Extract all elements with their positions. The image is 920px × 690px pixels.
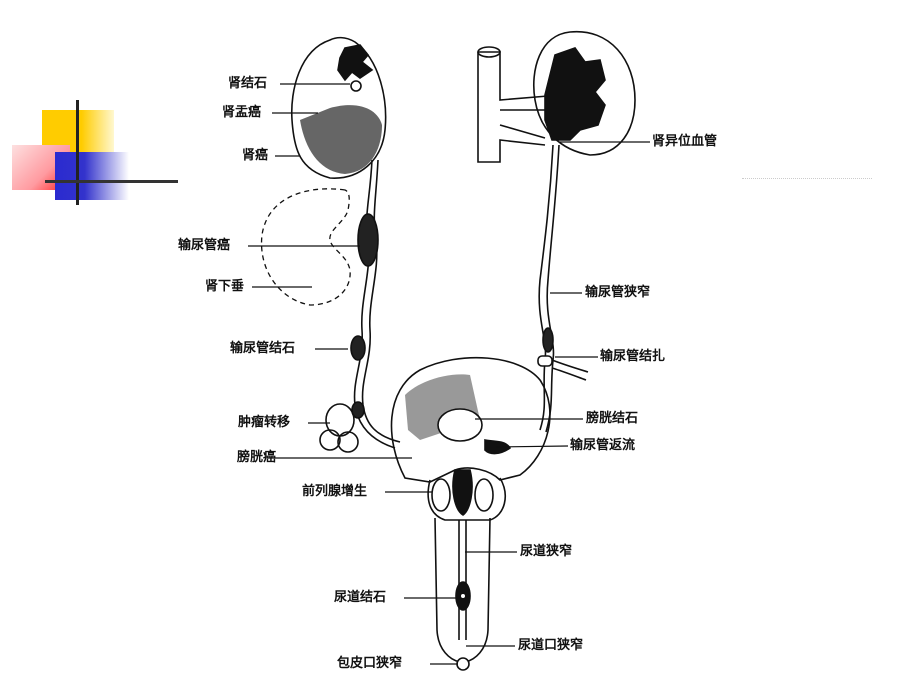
label-ureter-ligation: 输尿管结扎 [600,349,666,364]
label-ureter-cancer: 输尿管癌 [178,238,231,253]
decor-vertical-line [76,100,79,205]
label-aberrant-renal-vessel: 肾异位血管 [652,134,718,149]
right-kidney [533,30,636,156]
bladder [390,356,551,483]
lymph-nodes [319,401,365,453]
decor-blue-square [55,152,129,200]
label-kidney-cancer: 肾癌 [242,148,269,163]
label-ureter-stone: 输尿管结石 [230,341,296,356]
label-prostate-hyperplasia: 前列腺增生 [302,484,368,499]
label-renal-pelvis-cancer: 肾盂癌 [222,105,262,120]
leader-lines [248,83,650,665]
label-bladder-cancer: 膀胱癌 [237,450,277,465]
label-bladder-stone: 膀胱结石 [586,411,639,426]
label-vesicoureteral-reflux: 输尿管返流 [570,438,636,453]
label-kidney-stone: 肾结石 [228,76,268,91]
decor-horizontal-line [45,180,178,183]
left-ureter [350,159,401,449]
prostate [427,469,506,521]
label-urethral-stricture: 尿道狭窄 [520,544,573,559]
label-urethral-stone: 尿道结石 [334,590,387,605]
label-meatal-stenosis: 尿道口狭窄 [518,638,584,653]
great-vessel [477,46,549,163]
label-nephroptosis: 肾下垂 [205,279,245,294]
label-phimosis: 包皮口狭窄 [337,656,403,671]
left-kidney [290,36,387,179]
ptotic-kidney-outline [260,188,351,306]
label-ureter-stricture: 输尿管狭窄 [585,285,651,300]
penis-urethra [434,517,491,671]
right-ureter [537,144,589,433]
decor-dotted-line [742,178,872,179]
label-tumor-metastasis: 肿瘤转移 [238,415,291,430]
